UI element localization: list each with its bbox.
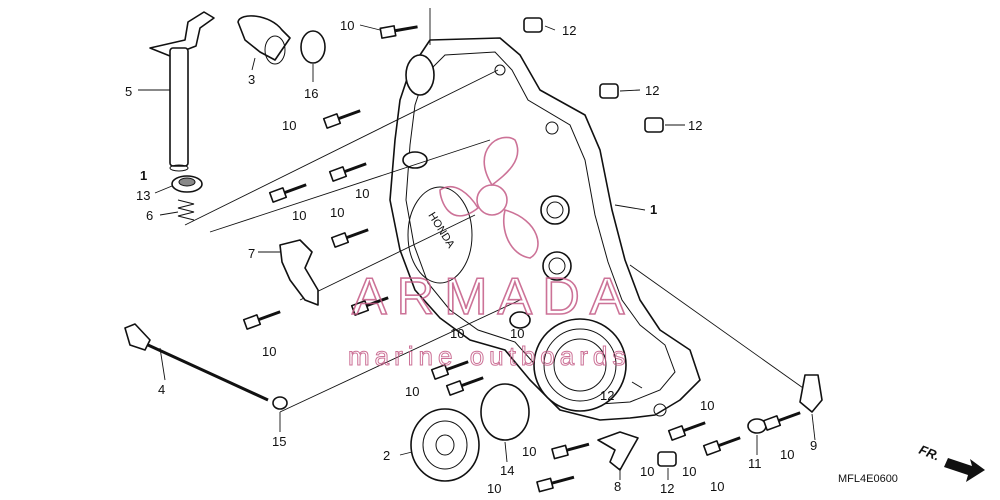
- part-7-clamp: [279, 239, 319, 306]
- callout-14: 14: [500, 463, 514, 478]
- callout-10-c: 10: [355, 186, 369, 201]
- part-2-pulley: [410, 408, 480, 482]
- callout-10-n: 10: [510, 326, 524, 341]
- callout-10-j: 10: [487, 481, 501, 496]
- drawing-code: MFL4E0600: [838, 473, 898, 485]
- part-15-washer: [272, 396, 288, 410]
- callout-15: 15: [272, 434, 286, 449]
- part-8-bracket: [597, 431, 639, 471]
- callout-10-g: 10: [450, 326, 464, 341]
- callout-10-l: 10: [710, 479, 724, 494]
- callout-12-a: 12: [562, 23, 576, 38]
- part-13-seal: [171, 175, 203, 193]
- part-3-cap: [237, 15, 291, 65]
- callout-10-o: 10: [640, 464, 654, 479]
- callout-10-i: 10: [522, 444, 536, 459]
- callout-12-b: 12: [645, 83, 659, 98]
- dowel-pins: [523, 17, 677, 467]
- callout-10-h: 10: [405, 384, 419, 399]
- part-16-o-ring: [300, 30, 326, 64]
- callout-6: 6: [146, 208, 153, 223]
- watermark-subtitle: marine outboards: [348, 341, 630, 371]
- callout-10-m: 10: [780, 447, 794, 462]
- callout-16: 16: [304, 86, 318, 101]
- callout-2: 2: [383, 448, 390, 463]
- callout-12-d: 12: [660, 481, 674, 496]
- callout-10-b: 10: [282, 118, 296, 133]
- watermark: ARMADA marine outboards: [348, 136, 634, 372]
- front-direction-arrow: FR.: [917, 442, 985, 482]
- callout-4: 4: [158, 382, 165, 397]
- callout-7: 7: [248, 246, 255, 261]
- callout-12-c: 12: [688, 118, 702, 133]
- arrow-icon: [944, 458, 985, 482]
- callout-10-a: 10: [340, 18, 354, 33]
- part-5-tube: [149, 11, 215, 172]
- watermark-title: ARMADA: [352, 268, 634, 326]
- callout-labels: 1 1 2 3 4 5 6 7 8 9 10 10 10 10 10 10 10…: [125, 18, 817, 496]
- leader-lines: [138, 24, 816, 480]
- part-9-plate: [799, 374, 823, 413]
- callout-10-p: 10: [700, 398, 714, 413]
- guide-lines: [184, 8, 821, 413]
- callout-11: 11: [748, 456, 762, 471]
- part-4-dipstick: [124, 323, 269, 402]
- bolts: [242, 25, 801, 493]
- callout-8: 8: [614, 479, 621, 494]
- propeller-logo: [439, 136, 539, 259]
- callout-1: 1: [650, 202, 657, 217]
- part-6-spring: [177, 199, 195, 221]
- callout-3: 3: [248, 72, 255, 87]
- callout-1-small: 1: [140, 168, 147, 183]
- part-14-gasket: [480, 383, 530, 441]
- fr-label: FR.: [917, 442, 942, 464]
- callout-5: 5: [125, 84, 132, 99]
- callout-10-k: 10: [682, 464, 696, 479]
- callout-10-d: 10: [292, 208, 306, 223]
- callout-9: 9: [810, 438, 817, 453]
- callout-10-e: 10: [330, 205, 344, 220]
- callout-13: 13: [136, 188, 150, 203]
- callout-12-e: 12: [600, 388, 614, 403]
- callout-10-f: 10: [262, 344, 276, 359]
